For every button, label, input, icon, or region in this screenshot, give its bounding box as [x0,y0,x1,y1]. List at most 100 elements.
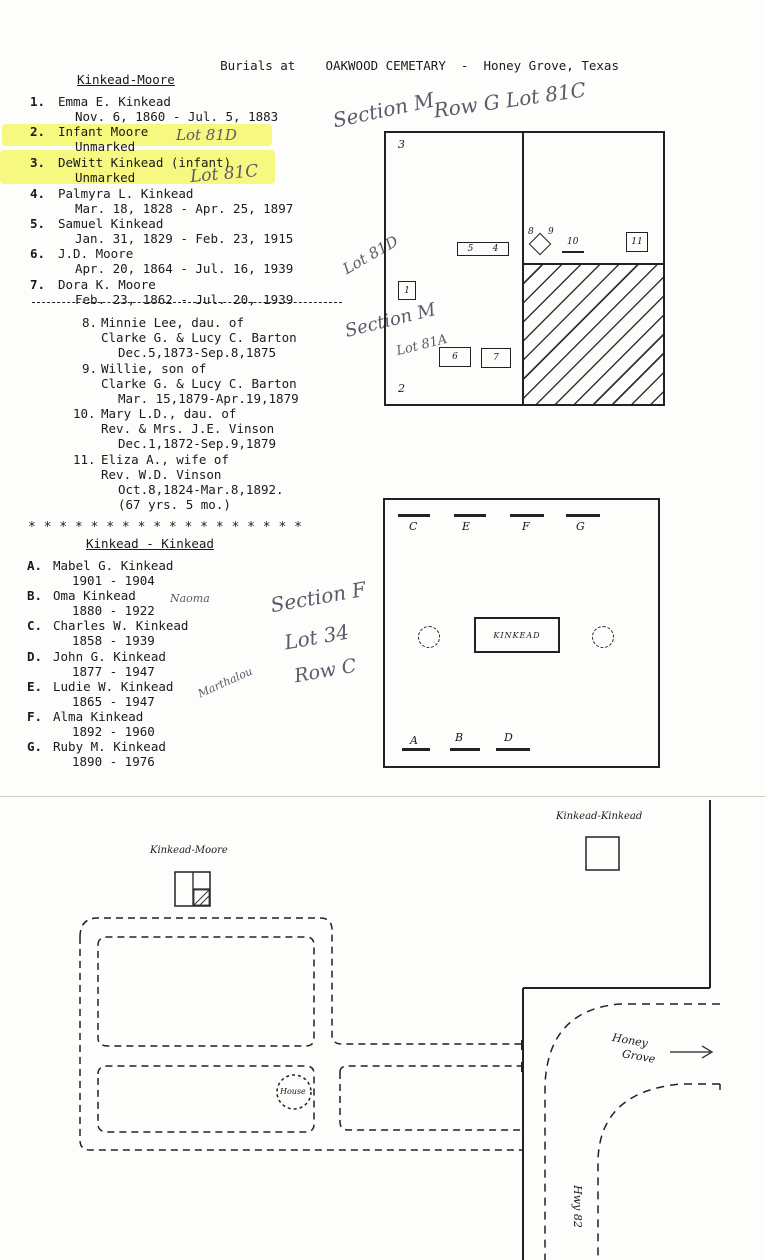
grave-bar-b [450,748,480,751]
entry-name: Charles W. Kinkead [53,618,189,634]
grave-label-b: B [455,731,464,744]
entry-name: Emma E. Kinkead [58,94,171,109]
entry-number: 9. [82,361,98,376]
entry-dates: Dec.5,1873-Sep.8,1875 [118,345,277,360]
cemetery-path [79,937,522,1151]
entry-line: Willie, son of [101,361,207,376]
entry-name: Mabel G. Kinkead [53,558,174,573]
entry-name: J.D. Moore [58,246,134,261]
entry-dates: Apr. 20, 1864 - Jul. 16, 1939 [75,261,294,276]
entry-line: Clarke G. & Lucy C. Barton [101,376,297,391]
grave-label-d: D [504,731,513,744]
entry-number: 1. [30,94,46,109]
shrub-circle [592,626,614,648]
grave-marker-7: 7 [481,348,511,368]
cemetery-path-loop [97,1065,315,1133]
entry-number: 4. [30,186,46,201]
entry-number: 2. [30,124,46,139]
kinkead-kinkead-plot-marker [585,836,620,871]
kinkead-kinkead-plot [383,498,660,768]
entry-name: Ruby M. Kinkead [53,739,166,755]
road-edge [544,1003,720,1260]
grave-label-9: 9 [548,227,554,237]
entry-dates: 1858 - 1939 [72,633,155,649]
entry-note: (67 yrs. 5 mo.) [118,497,231,512]
entry-line: Minnie Lee, dau. of [101,315,244,330]
arrow-right-icon [670,1045,714,1059]
grave-bar-a [402,748,430,751]
entry-line: Clarke G. & Lucy C. Barton [101,330,297,345]
entry-number: 10. [73,406,96,421]
paper-fold [0,796,765,797]
grave-label-a: A [410,734,418,747]
entry-letter: E. [27,678,43,694]
entry-name: Alma Kinkead [53,709,144,724]
entry-letter: F. [27,709,43,724]
cemetery-path [339,1065,522,1131]
entry-name: Infant Moore [58,124,149,139]
section-heading-kinkead-kinkead: Kinkead - Kinkead [86,536,214,551]
entry-dates: Mar. 15,1879-Apr.19,1879 [118,391,299,406]
house-marker [276,1074,312,1110]
entry-letter: C. [27,618,43,634]
entry-number: 5. [30,216,46,231]
entry-line: Rev. W.D. Vinson [101,467,222,482]
entry-dates: Nov. 6, 1860 - Jul. 5, 1883 [75,109,279,124]
entry-letter: A. [27,558,43,573]
entry-dates: Unmarked [75,170,136,185]
dashed-divider [32,302,342,303]
entry-dates: Feb. 23, 1862 - Jul. 20, 1939 [75,292,294,307]
entry-dates: 1890 - 1976 [72,754,155,770]
entry-dates: 1865 - 1947 [72,693,155,709]
grave-label-g: G [576,520,585,533]
grave-bar-d [496,748,530,751]
highlight-marker [0,150,275,184]
entry-name: Dora K. Moore [58,277,156,292]
entry-line: Mary L.D., dau. of [101,406,237,421]
entry-letter: G. [27,739,43,755]
corner-label-3: 3 [398,138,405,151]
star-divider: * * * * * * * * * * * * * * * * * * [28,520,302,535]
entry-name: John G. Kinkead [53,648,166,664]
cemetery-path [79,917,522,1045]
entry-dates: Dec.1,1872-Sep.9,1879 [118,436,277,451]
entry-name: Palmyra L. Kinkead [58,186,194,201]
grave-label-8: 8 [528,227,534,237]
grave-bar-e [454,514,486,517]
grave-marker-6: 6 [439,347,471,367]
handwritten-naoma: Naoma [170,592,210,605]
entry-dates: Mar. 18, 1828 - Apr. 25, 1897 [75,201,294,216]
handwritten-lot-81d: Lot 81D [176,126,237,144]
entry-dates: 1901 - 1904 [72,573,155,588]
grave-label-f: F [522,520,530,533]
entry-number: 6. [30,246,46,261]
entry-name: Samuel Kinkead [58,216,164,231]
entry-name: Ludie W. Kinkead [53,678,174,694]
entry-number: 7. [30,277,46,292]
entry-letter: B. [27,588,43,604]
entry-dates: Jan. 31, 1829 - Feb. 23, 1915 [75,231,294,246]
shrub-circle [418,626,440,648]
entry-dates: Oct.8,1824-Mar.8,1892. [118,482,284,497]
plot-divider [522,131,524,406]
entry-name: Oma Kinkead [53,588,136,604]
grave-label-e: E [462,520,471,533]
entry-letter: D. [27,648,43,664]
grave-marker-11: 11 [626,232,648,252]
kinkead-moore-plot [384,131,665,406]
entry-dates: 1880 - 1922 [72,603,155,619]
entry-line: Eliza A., wife of [101,452,229,467]
entry-number: 8. [82,315,98,330]
grave-bar-c [398,514,430,517]
entry-number: 3. [30,155,46,170]
kinkead-monument: KINKEAD [474,617,560,653]
entry-name: DeWitt Kinkead (infant) [58,155,232,170]
document-title: Burials at OAKWOOD CEMETARY - Honey Grov… [220,58,619,73]
grave-bar-g [566,514,600,517]
map-label-kinkead-moore: Kinkead-Moore [150,845,228,856]
section-heading-kinkead-moore: Kinkead-Moore [77,72,175,87]
grave-label-c: C [409,520,418,533]
hatched-area [524,265,663,404]
road-edge [597,1083,720,1260]
